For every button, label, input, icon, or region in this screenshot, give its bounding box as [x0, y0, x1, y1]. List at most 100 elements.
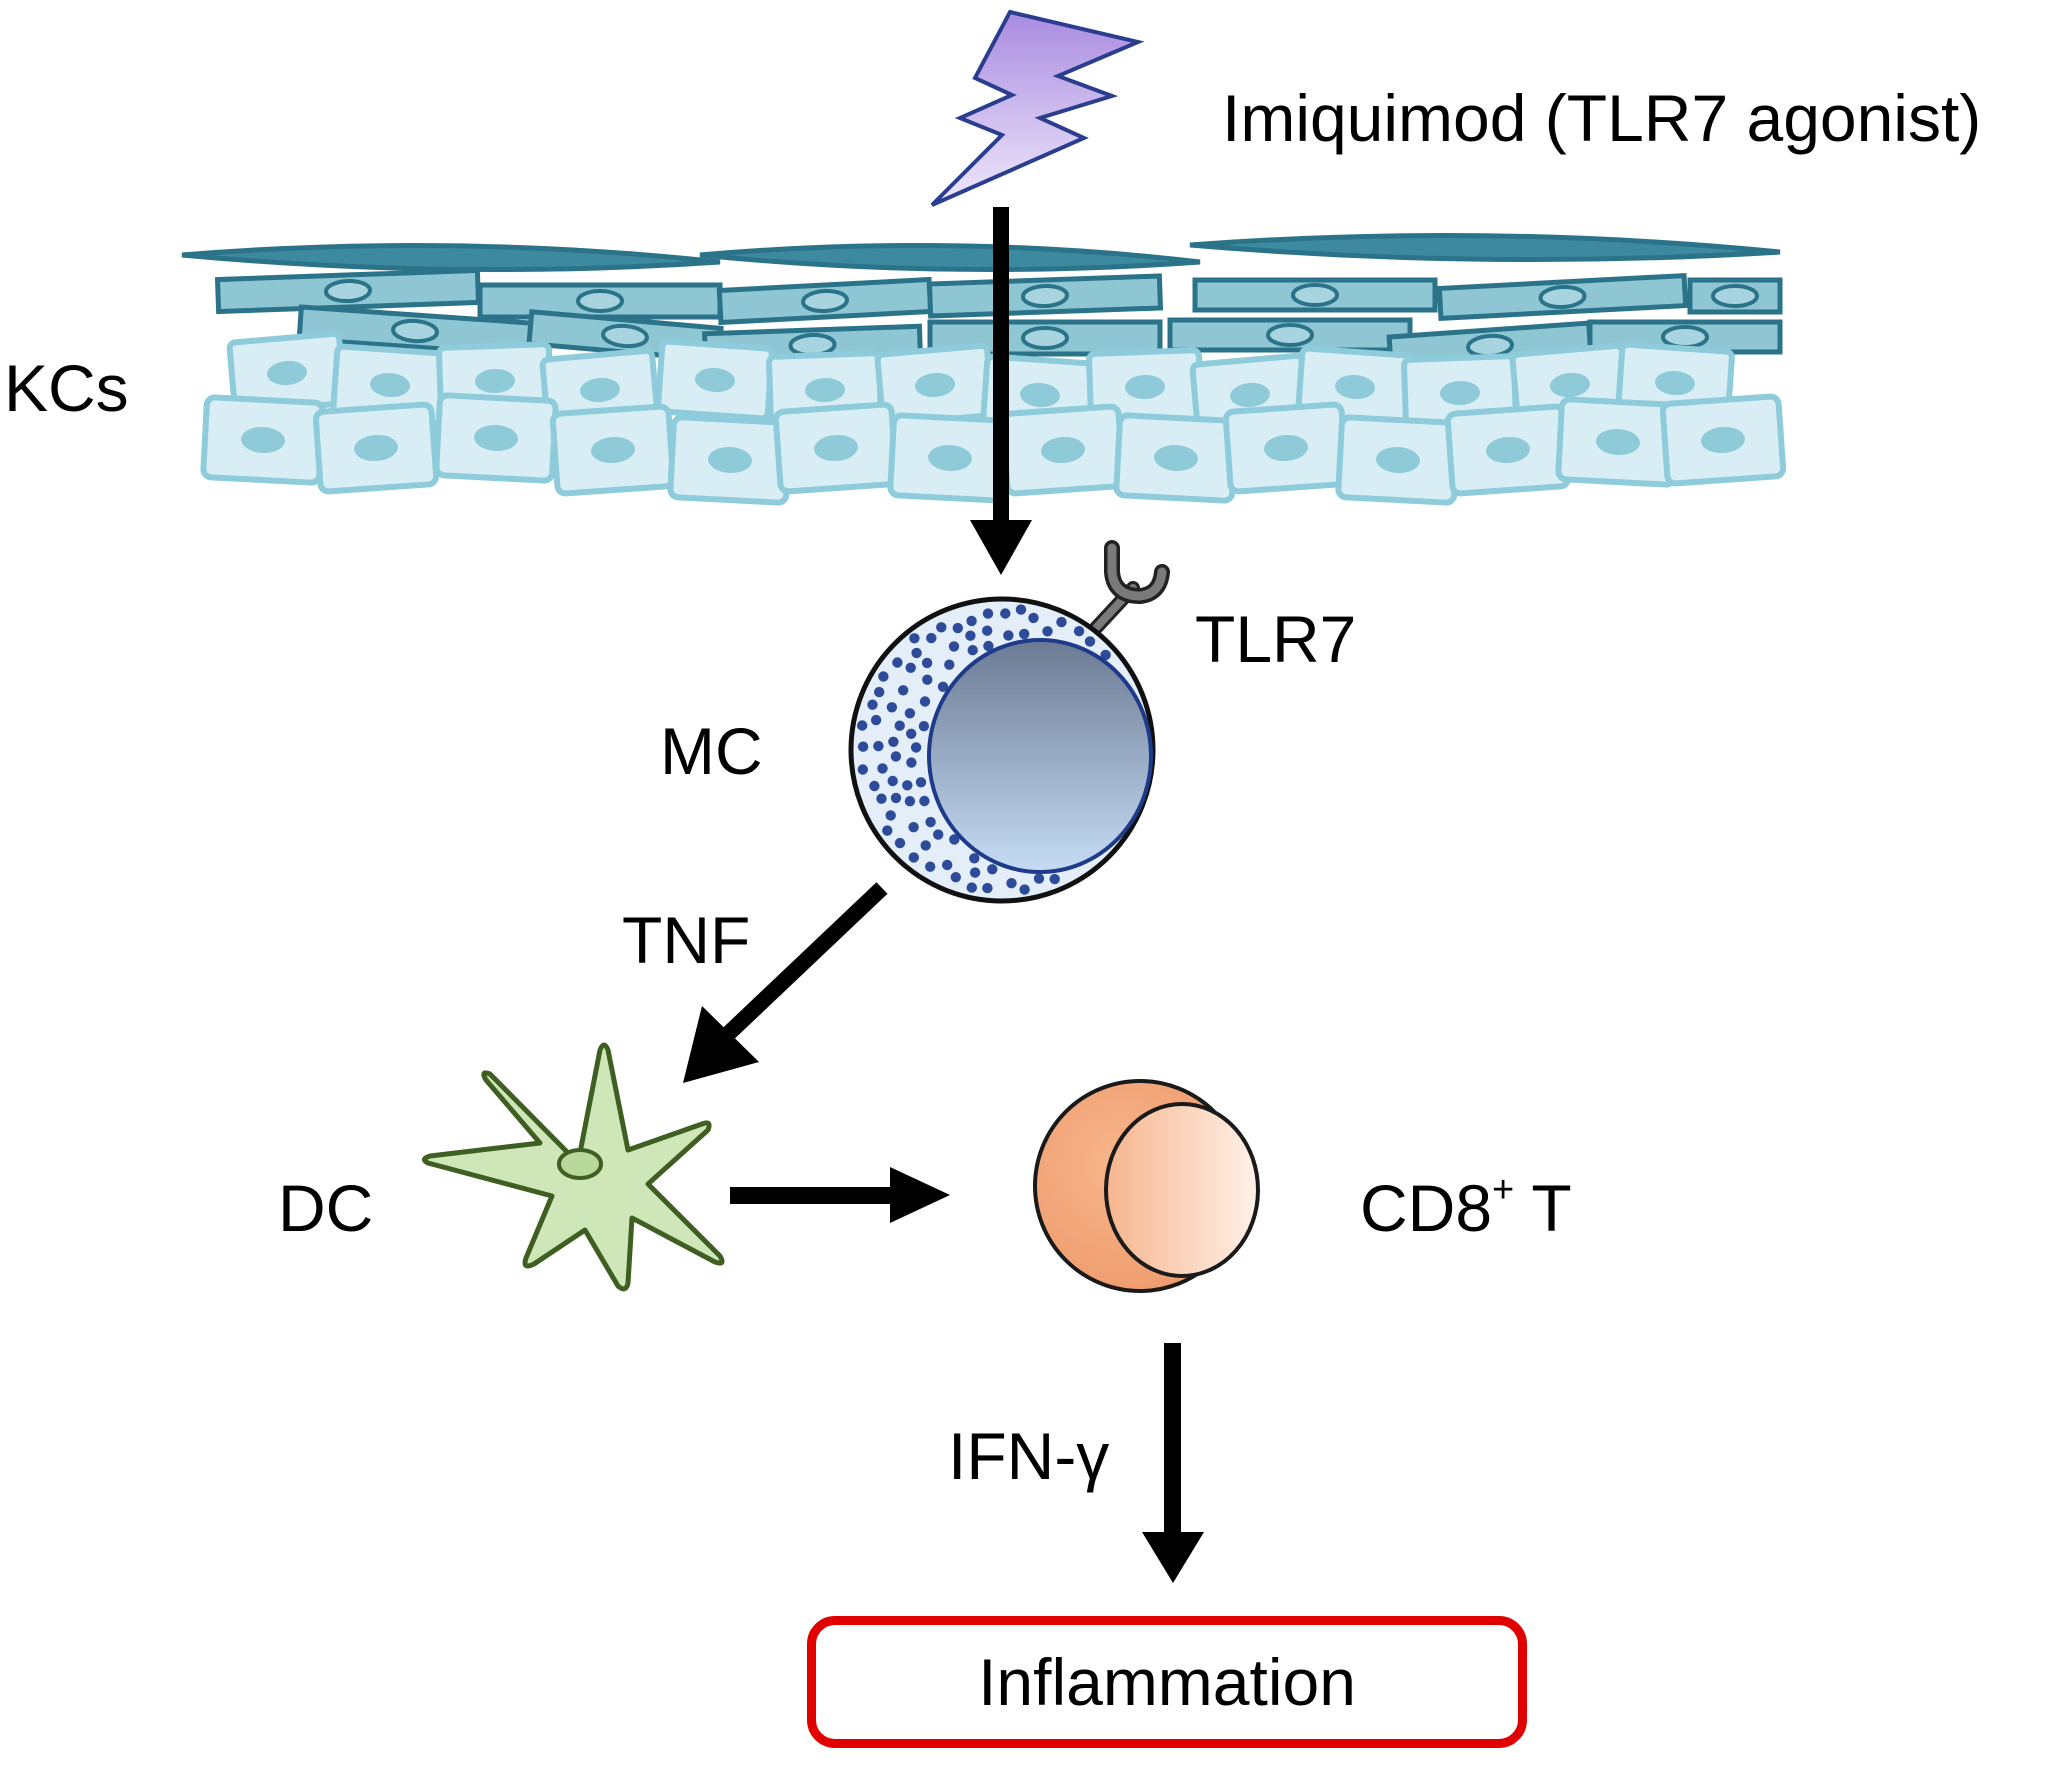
mc-granule — [987, 864, 998, 875]
mc-granule — [982, 882, 993, 894]
cd8-main-text: CD8 — [1360, 1171, 1493, 1245]
kc-flat-cell — [926, 273, 1164, 319]
mc-granule — [877, 763, 888, 774]
mc-granule — [908, 852, 919, 863]
mc-granule — [1056, 616, 1067, 628]
mc-granule — [967, 645, 978, 656]
mc-granule — [936, 622, 947, 633]
mc-granule — [1073, 626, 1085, 637]
kc-basal-cell — [772, 401, 900, 495]
mc-granule — [944, 659, 955, 670]
mc-granule — [942, 859, 953, 871]
mc-granule — [905, 662, 916, 673]
mc-granule — [1003, 630, 1014, 641]
arrow-mc-to-dc — [683, 882, 888, 1083]
mc-granule — [952, 622, 963, 634]
kc-basal-cell — [999, 403, 1127, 497]
kc-basal-cell-nucleus — [1440, 380, 1480, 406]
kc-basal-cell-nucleus — [708, 446, 752, 474]
kc-flat-cell — [716, 276, 934, 326]
mc-granule — [919, 696, 931, 707]
mc-granule — [904, 796, 916, 807]
tnf-label: TNF — [622, 903, 751, 977]
t-cell-icon — [1033, 1079, 1260, 1293]
kc-basal-cell-nucleus — [474, 424, 518, 452]
cd8-t-cell-label: CD8+ T — [1360, 1171, 1572, 1241]
kc-basal-cell-nucleus — [354, 434, 398, 462]
mc-granule — [965, 630, 976, 641]
kc-basal-cell — [655, 338, 775, 422]
arrow-stimulus-to-mc — [970, 207, 1032, 575]
mc-granule — [908, 822, 919, 833]
mc-granule — [857, 720, 868, 731]
kc-basal-cell-nucleus — [580, 377, 620, 403]
mc-granule — [869, 780, 880, 792]
mc-granule — [904, 708, 916, 719]
kc-basal-cell-nucleus — [1596, 428, 1640, 456]
kc-flat-cell-nucleus — [1021, 326, 1069, 350]
kc-flat-cell-nucleus — [576, 289, 624, 313]
kc-flat-cell-nucleus — [1291, 283, 1339, 307]
mc-granule — [894, 837, 906, 849]
kc-basal-cell-nucleus — [1230, 382, 1270, 408]
kc-flat-cell-nucleus — [1266, 323, 1314, 347]
mc-granule — [1042, 626, 1053, 637]
kc-basal-cell-nucleus — [241, 426, 285, 454]
kc-basal-cell — [1222, 401, 1350, 495]
kc-flat-cell — [1192, 277, 1438, 313]
kc-basal-cell-nucleus — [1154, 444, 1198, 472]
kc-basal-cell-nucleus — [1020, 382, 1060, 408]
mc-granule — [909, 633, 920, 644]
kc-basal-cell-nucleus — [695, 367, 735, 393]
mc-granule — [887, 775, 898, 787]
kc-basal-cell-nucleus — [591, 436, 635, 464]
mc-granule — [898, 685, 909, 696]
mc-granule — [1018, 628, 1030, 640]
mc-granule — [920, 840, 931, 851]
kc-basal-cell-nucleus — [1125, 374, 1165, 400]
mc-granule — [885, 810, 896, 821]
mc-granule — [1019, 884, 1030, 895]
kc-flat-cell-nucleus — [324, 278, 372, 304]
kc-flat-cell — [1436, 272, 1689, 322]
mc-granule — [982, 608, 994, 619]
mast-cell-label: MC — [660, 714, 763, 788]
kc-basal-cell-nucleus — [915, 372, 955, 398]
mc-granule — [906, 757, 917, 768]
kc-basal-cell-nucleus — [1486, 436, 1530, 464]
kc-flat-cell — [1687, 277, 1783, 315]
mc-granule — [925, 861, 936, 872]
kc-basal-cell — [1444, 403, 1572, 497]
kc-flat-cell-nucleus — [1021, 283, 1069, 309]
kc-basal-cell-nucleus — [267, 360, 307, 386]
mc-granule — [933, 829, 944, 840]
mc-granule — [950, 872, 961, 883]
mc-granule — [888, 736, 899, 747]
mc-granule — [948, 641, 960, 652]
mc-granule — [918, 721, 930, 732]
mc-granule — [906, 728, 917, 739]
ifn-gamma-label: IFN-γ — [948, 1419, 1110, 1493]
kc-flat-cell-nucleus — [601, 323, 649, 349]
kc-flat-cell-nucleus — [1711, 284, 1759, 308]
kc-basal-cell-nucleus — [1041, 436, 1085, 464]
mc-granule — [1033, 873, 1045, 884]
kc-basal-cell — [312, 401, 440, 495]
kc-flat-cell — [477, 282, 723, 320]
mc-granule — [1049, 873, 1060, 885]
mc-granule — [1015, 604, 1027, 615]
receptor-label: TLR7 — [1195, 602, 1357, 676]
mc-granule — [886, 702, 898, 713]
mc-granule — [878, 671, 889, 682]
mc-granule — [1100, 649, 1111, 661]
mc-granule — [926, 632, 937, 644]
mast-cell-icon — [848, 596, 1156, 904]
kc-basal-cell — [200, 394, 326, 486]
kc-basal-cell-nucleus — [1655, 370, 1695, 396]
kc-flat-cell-nucleus — [1538, 284, 1587, 310]
kc-cornified-cell — [181, 243, 721, 273]
kc-flat-cell — [214, 267, 482, 315]
kc-basal-cell-nucleus — [1550, 372, 1590, 398]
mc-granule — [857, 741, 869, 752]
